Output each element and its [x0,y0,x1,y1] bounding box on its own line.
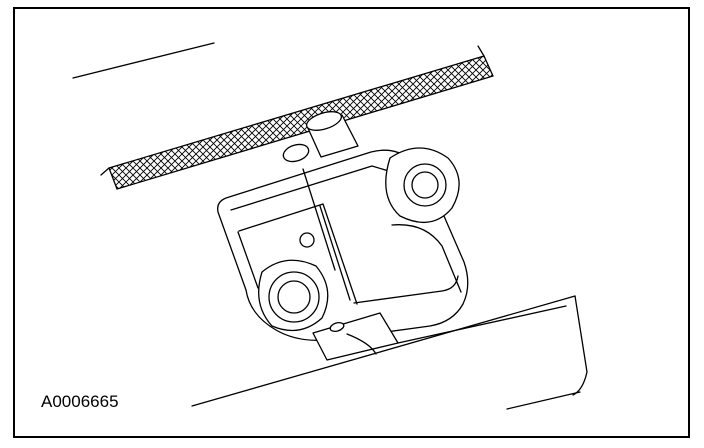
body-panel-inner [319,205,351,301]
body-front-panel [238,203,358,305]
body-step-line [237,231,259,289]
lower-block-edge [191,295,576,407]
lower-block-bottom-right [506,391,581,410]
lower-pin-curve [346,333,377,355]
plunger-tip [282,143,310,163]
plunger-rod-end [305,111,343,131]
upper-background-line [72,42,215,79]
pin-hole [299,232,315,248]
body-vertical-seam [302,168,336,271]
gasket-edge-left [100,167,110,176]
lower-pin-hole [329,322,345,332]
upper-mounting-hole-inner [411,171,439,199]
lower-mounting-hole-inner [277,280,311,314]
lower-block-right-edge [572,295,588,396]
body-lower-edge [353,275,459,304]
gasket-strip [108,55,494,190]
body-top-face [230,165,393,211]
body-side-curve [391,224,462,293]
upper-mounting-hole [403,163,447,207]
figure-reference-code: A0006665 [41,392,119,411]
gasket-edge-right [477,45,485,57]
lower-mounting-hole [268,271,320,323]
lower-block-inner-line [397,305,567,344]
